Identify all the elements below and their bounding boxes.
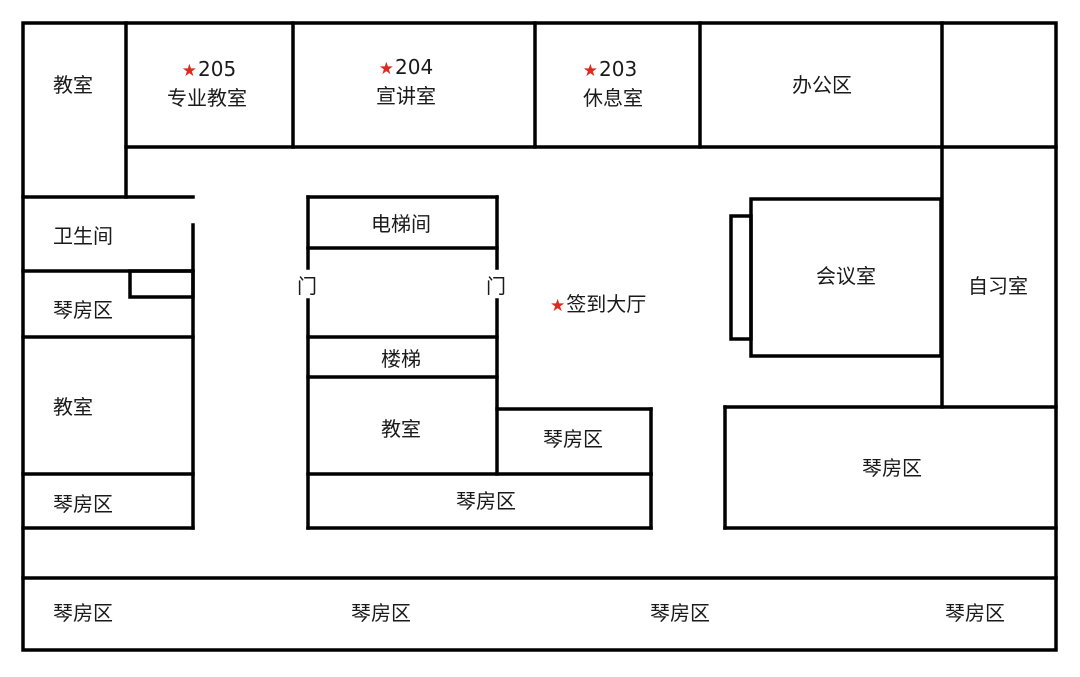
room-label-piano-bottom-1: 琴房区 <box>53 601 113 625</box>
star-icon: ★ <box>550 296 566 316</box>
room-label-piano-bottom-3: 琴房区 <box>650 601 710 625</box>
star-icon: ★ <box>378 59 395 79</box>
door-label-left: 门 <box>297 274 317 298</box>
room-label-office: 办公区 <box>792 73 852 97</box>
room-label-classroom-center: 教室 <box>381 417 421 441</box>
room-label-piano-left-lower: 琴房区 <box>53 492 113 516</box>
room-204-name: 宣讲室 <box>376 84 436 108</box>
door-label-right: 门 <box>486 274 506 298</box>
room-203-number-text: 203 <box>599 57 638 81</box>
room-label-classroom-top-left: 教室 <box>53 73 93 97</box>
lobby-text: 签到大厅 <box>566 292 647 316</box>
room-label-piano-bottom-2: 琴房区 <box>351 601 411 625</box>
room-label-study-room: 自习室 <box>968 274 1028 298</box>
room-label-stairs: 楼梯 <box>381 347 421 371</box>
star-icon: ★ <box>582 61 599 81</box>
room-label-lobby: ★签到大厅 <box>550 292 646 317</box>
star-icon: ★ <box>181 61 198 81</box>
room-205-number-text: 205 <box>198 57 237 81</box>
room-204-number-text: 204 <box>395 55 434 79</box>
room-label-piano-bottom-4: 琴房区 <box>945 601 1005 625</box>
room-label-restroom: 卫生间 <box>53 224 113 248</box>
room-label-meeting-room: 会议室 <box>816 264 876 288</box>
room-label-elevator: 电梯间 <box>371 212 431 236</box>
room-204-number: ★204 <box>379 55 433 80</box>
room-203-number: ★203 <box>583 57 637 82</box>
room-205-name: 专业教室 <box>167 86 247 110</box>
room-203-name: 休息室 <box>583 86 643 110</box>
room-label-piano-center-bottom: 琴房区 <box>456 489 516 513</box>
room-label-piano-right: 琴房区 <box>862 456 922 480</box>
room-label-piano-left-upper: 琴房区 <box>53 298 113 322</box>
room-205-number: ★205 <box>182 57 236 82</box>
room-label-classroom-left: 教室 <box>53 395 93 419</box>
room-label-piano-center-right: 琴房区 <box>543 427 603 451</box>
